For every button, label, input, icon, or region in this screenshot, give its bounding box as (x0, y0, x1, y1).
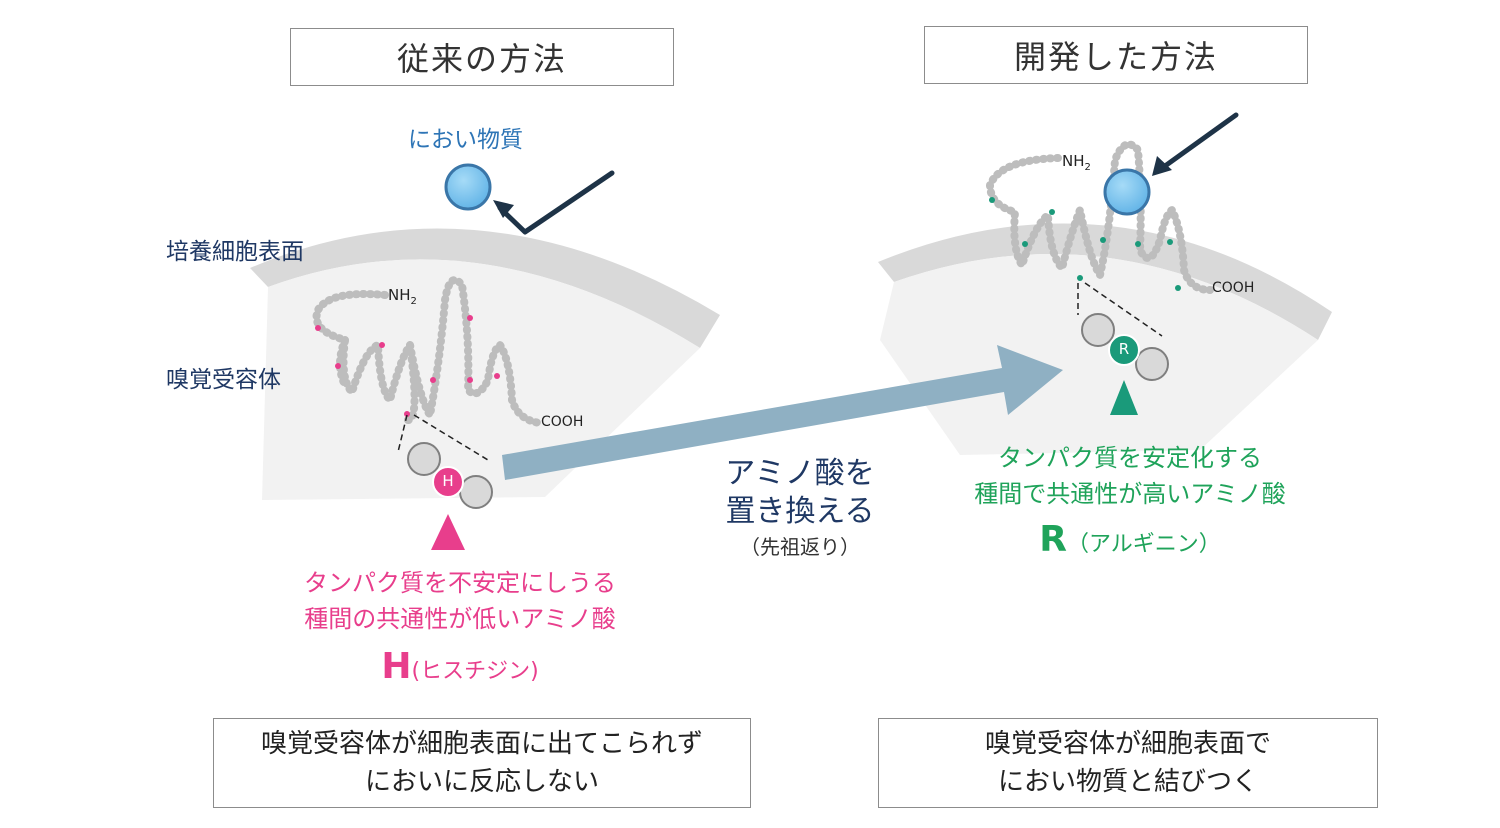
residue-h-letter: H (442, 472, 454, 490)
left-pink-dots (315, 315, 500, 417)
right-result-line-1: 嗅覚受容体が細胞表面で (984, 729, 1271, 759)
residue-r-letter: R (1118, 340, 1130, 358)
right-amino-name: （アルギニン） (1066, 532, 1221, 557)
right-amino-name-row: R（アルギニン） (920, 518, 1340, 568)
left-receptor (312, 276, 544, 427)
right-amino-block: タンパク質を安定化する 種間で共通性が高いアミノ酸 R（アルギニン） (920, 440, 1340, 568)
right-nh2-subscript: 2 (1084, 162, 1091, 173)
middle-line-1: アミノ酸を (725, 456, 875, 491)
right-amino-line-1: タンパク質を安定化する (998, 444, 1262, 472)
right-title: 開発した方法 (1013, 38, 1218, 76)
right-amino-letter: R (1039, 519, 1067, 560)
right-title-box: 開発した方法 (924, 26, 1308, 84)
right-odorant (1103, 168, 1151, 216)
right-result-line-2: におい物質と結びつく (997, 767, 1258, 797)
left-amino-name-row: H(ヒスチジン) (250, 645, 670, 695)
right-zoom-lines (1077, 282, 1163, 337)
right-nh2-text: NH (1062, 152, 1085, 170)
right-odorant-arrow (1162, 112, 1239, 169)
left-pointer-triangle (431, 514, 465, 550)
transition-arrow (502, 345, 1063, 480)
left-title: 従来の方法 (396, 40, 567, 78)
right-green-dots (989, 197, 1181, 291)
right-pointer-triangle (1110, 380, 1138, 415)
right-result-box: 嗅覚受容体が細胞表面で におい物質と結びつく (878, 718, 1378, 808)
left-odorant (444, 163, 492, 211)
left-nh2-text: NH (388, 286, 411, 304)
left-nh2-label: NH2 (388, 286, 417, 307)
left-odorant-arrow (497, 170, 615, 235)
middle-line-2: 置き換える (725, 494, 875, 529)
right-arrowhead (1152, 156, 1172, 176)
left-cell-section (250, 228, 720, 500)
odorant-label: におい物質 (408, 127, 523, 153)
right-nh2-label: NH2 (1062, 152, 1091, 173)
middle-line-3: （先祖返り） (740, 535, 860, 559)
right-amino-line-2: 種間で共通性が高いアミノ酸 (974, 480, 1286, 508)
left-result-box: 嗅覚受容体が細胞表面に出てこられず においに反応しない (213, 718, 751, 808)
left-cooh-label: COOH (541, 414, 584, 430)
left-residue-cluster (407, 442, 493, 509)
left-amino-line-2: 種間の共通性が低いアミノ酸 (304, 605, 616, 633)
middle-text-block: アミノ酸を 置き換える （先祖返り） (680, 455, 920, 563)
receptor-label: 嗅覚受容体 (166, 367, 281, 393)
right-cell-section (878, 223, 1332, 455)
cell-surface-label: 培養細胞表面 (166, 239, 304, 265)
right-receptor (985, 140, 1214, 294)
left-zoom-lines (397, 414, 489, 461)
left-result-line-2: においに反応しない (364, 767, 599, 797)
left-amino-name: (ヒスチジン) (411, 659, 539, 684)
left-amino-block: タンパク質を不安定にしうる 種間の共通性が低いアミノ酸 H(ヒスチジン) (250, 565, 670, 695)
left-nh2-subscript: 2 (410, 296, 417, 307)
left-amino-line-1: タンパク質を不安定にしうる (304, 569, 616, 597)
left-arrowhead (493, 200, 514, 218)
right-cooh-label: COOH (1212, 280, 1255, 296)
left-result-line-1: 嗅覚受容体が細胞表面に出てこられず (260, 729, 703, 759)
left-title-box: 従来の方法 (290, 28, 674, 86)
left-amino-letter: H (381, 646, 412, 687)
right-residue-cluster (1081, 313, 1169, 381)
